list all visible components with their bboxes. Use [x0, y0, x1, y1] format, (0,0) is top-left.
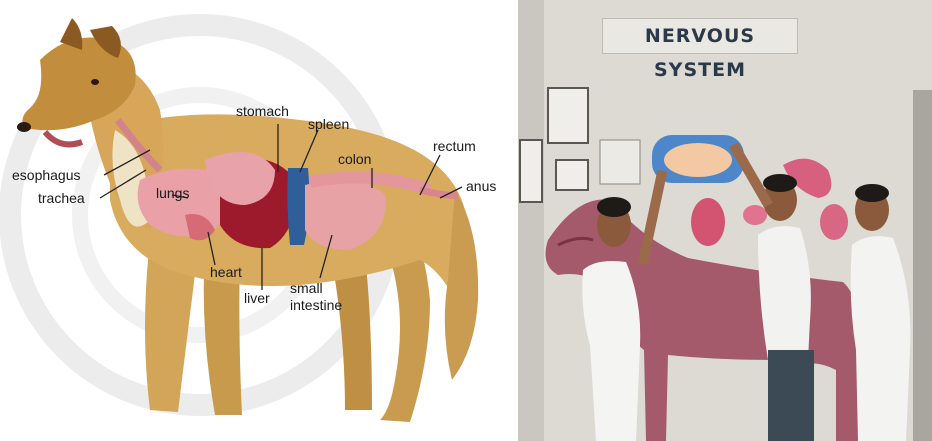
- label-heart: heart: [210, 265, 242, 279]
- person-right: [851, 236, 911, 441]
- label-small-intestine: small intestine: [290, 280, 368, 314]
- label-stomach: stomach: [236, 104, 289, 118]
- wall-poster: [520, 140, 542, 202]
- label-colon: colon: [338, 152, 371, 166]
- dog-drawing: [0, 0, 512, 441]
- label-esophagus: esophagus: [12, 168, 81, 182]
- label-trachea: trachea: [38, 191, 85, 205]
- label-lungs: lungs: [156, 186, 189, 200]
- nervous-system-banner: NERVOUS SYSTEM: [602, 18, 798, 54]
- wall-poster: [548, 88, 588, 143]
- nervous-system-photo: NERVOUS SYSTEM: [518, 0, 932, 441]
- wall-poster: [556, 160, 588, 190]
- wall-poster: [600, 140, 640, 184]
- organ-cutout: [743, 205, 767, 225]
- label-rectum: rectum: [433, 139, 476, 153]
- label-liver: liver: [244, 291, 270, 305]
- person-middle: [758, 226, 811, 360]
- lung-cutout: [691, 198, 725, 246]
- organ-cutout: [820, 204, 848, 240]
- label-spleen: spleen: [308, 117, 349, 131]
- dog-anatomy-illustration: stomach spleen rectum colon esophagus tr…: [0, 0, 512, 441]
- label-anus: anus: [466, 179, 496, 193]
